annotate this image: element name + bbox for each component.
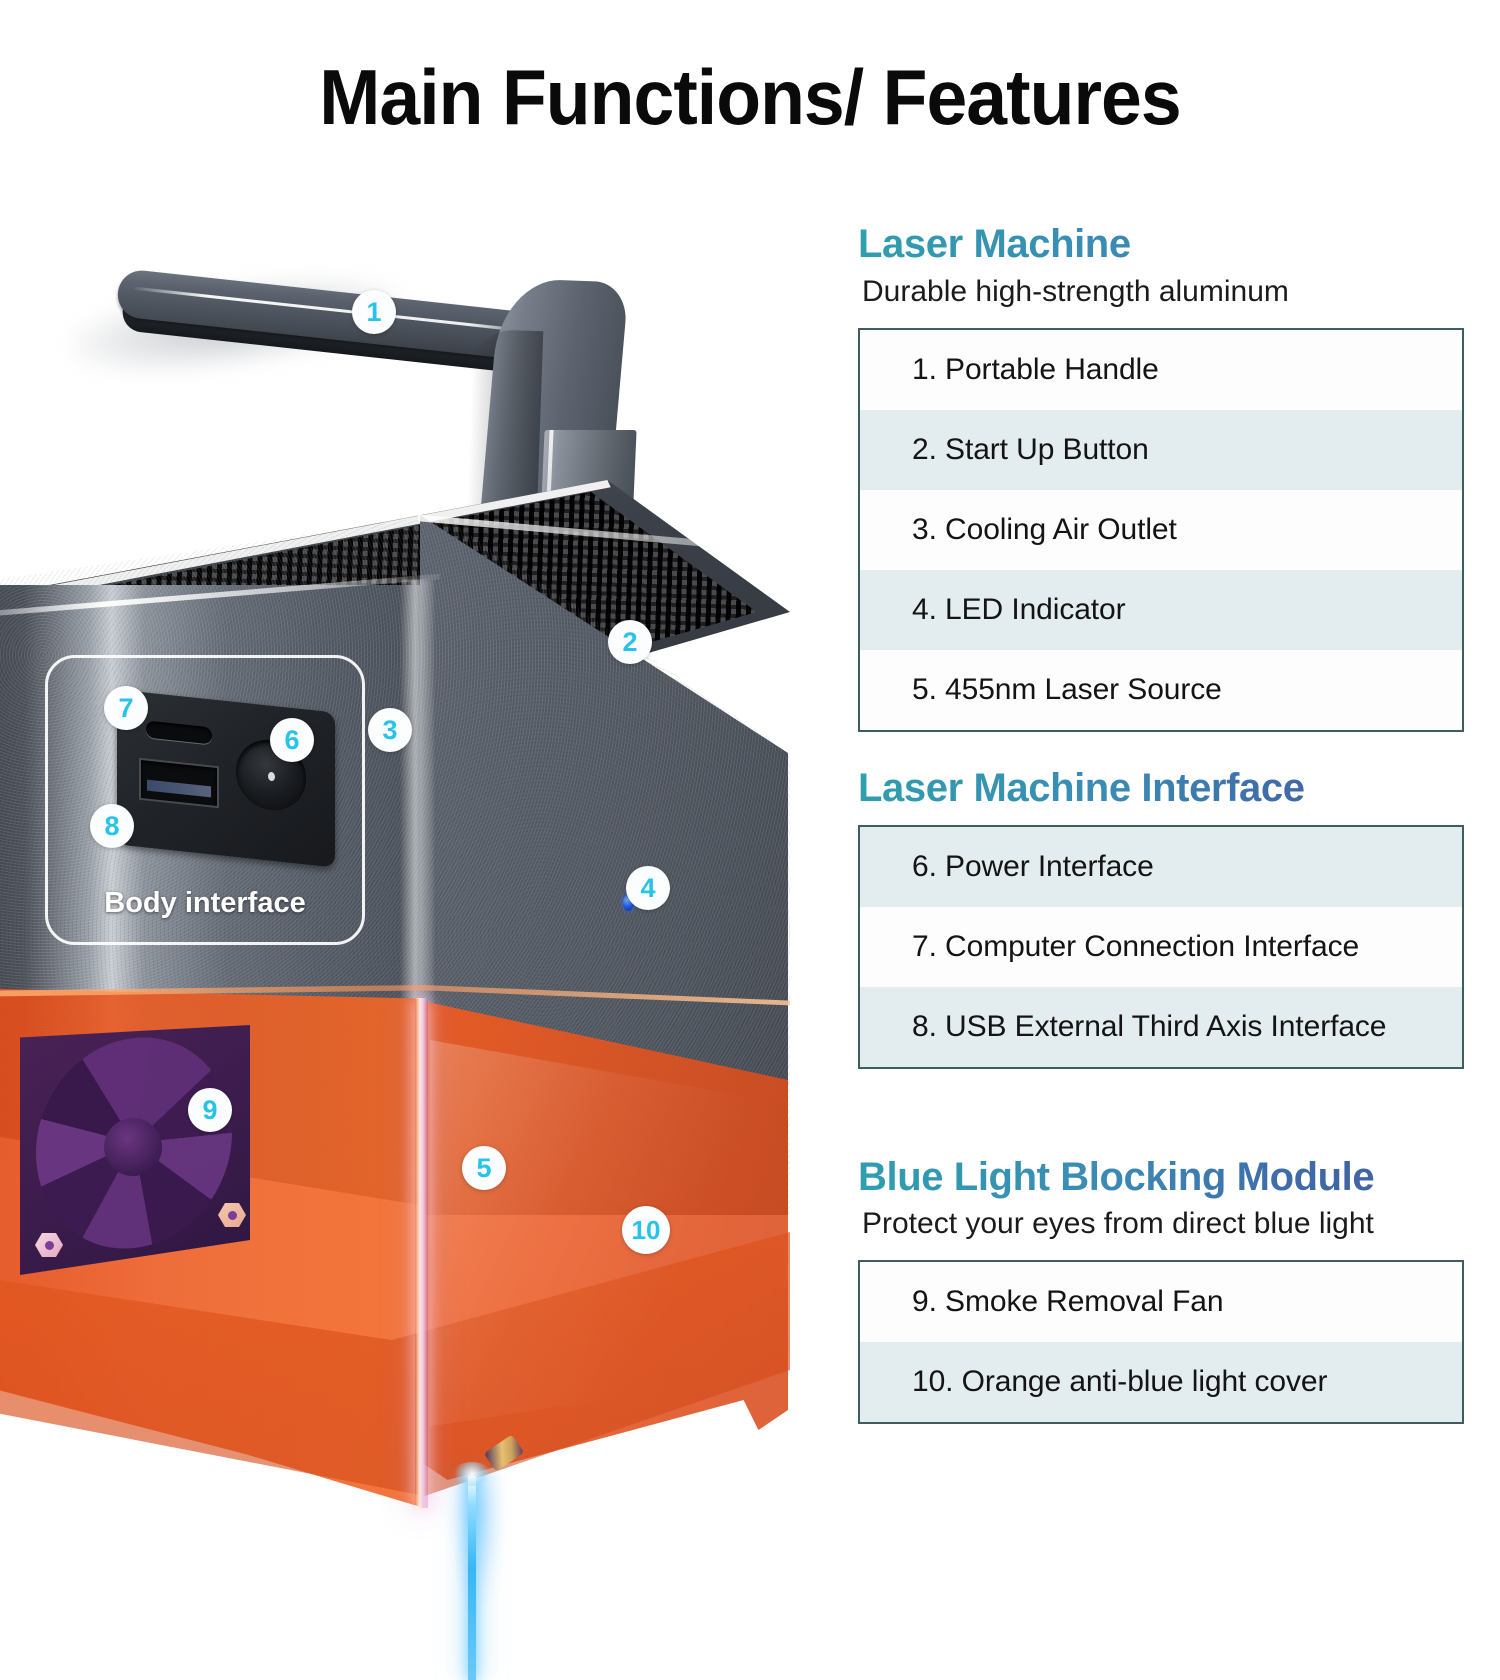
feature-row: 10. Orange anti-blue light cover (860, 1342, 1462, 1423)
fan-screw (218, 1203, 246, 1227)
feature-row: 7. Computer Connection Interface (860, 906, 1462, 987)
callout-badge-7[interactable]: 7 (104, 686, 148, 730)
laser-beam (468, 1476, 476, 1680)
laser-beam-glow (432, 1470, 522, 1680)
callout-badge-6[interactable]: 6 (270, 718, 314, 762)
laser-source-edge (415, 998, 428, 1508)
feature-row: 2. Start Up Button (860, 409, 1462, 490)
callout-badge-4[interactable]: 4 (626, 866, 670, 910)
section-blue-light-blocking-module: Blue Light Blocking Module Protect your … (858, 1155, 1464, 1425)
callout-badge-3[interactable]: 3 (368, 708, 412, 752)
feature-table: 1. Portable Handle 2. Start Up Button 3.… (858, 327, 1464, 732)
callout-badge-5[interactable]: 5 (462, 1146, 506, 1190)
feature-table: 9. Smoke Removal Fan 10. Orange anti-blu… (858, 1260, 1464, 1425)
callout-badge-8[interactable]: 8 (90, 804, 134, 848)
feature-row: 6. Power Interface (860, 826, 1462, 907)
section-heading: Laser Machine Interface (858, 766, 1464, 811)
feature-row: 4. LED Indicator (860, 569, 1462, 650)
section-subtitle: Protect your eyes from direct blue light (862, 1207, 1374, 1241)
section-heading: Laser Machine (858, 222, 1464, 267)
feature-row: 5. 455nm Laser Source (860, 649, 1462, 730)
laser-beam-tip (452, 1462, 492, 1486)
fan-screw (35, 1233, 63, 1257)
page-title: Main Functions/ Features (319, 53, 1181, 141)
callout-badge-10[interactable]: 10 (622, 1206, 670, 1254)
feature-row: 8. USB External Third Axis Interface (860, 986, 1462, 1067)
product-illustration: Body interface 1 2 3 4 5 6 7 8 9 10 (0, 180, 840, 1680)
section-laser-machine: Laser Machine Durable high-strength alum… (858, 222, 1464, 732)
usb-third-axis-interface[interactable] (139, 757, 219, 809)
fan-hub (104, 1118, 162, 1176)
feature-row: 1. Portable Handle (860, 329, 1462, 410)
body-interface-inset: Body interface (45, 655, 365, 945)
callout-badge-9[interactable]: 9 (188, 1088, 232, 1132)
features-panel: Laser Machine Durable high-strength alum… (858, 222, 1464, 1425)
led-indicator (623, 894, 634, 911)
feature-row: 9. Smoke Removal Fan (860, 1262, 1462, 1343)
section-subtitle: Durable high-strength aluminum (862, 274, 1289, 308)
body-interface-label: Body interface (104, 887, 306, 919)
section-heading: Blue Light Blocking Module (858, 1155, 1464, 1200)
callout-badge-2[interactable]: 2 (608, 620, 652, 664)
section-laser-machine-interface: Laser Machine Interface 6. Power Interfa… (858, 766, 1464, 1069)
callout-badge-1[interactable]: 1 (352, 290, 396, 334)
feature-row: 3. Cooling Air Outlet (860, 489, 1462, 570)
feature-table: 6. Power Interface 7. Computer Connectio… (858, 824, 1464, 1069)
